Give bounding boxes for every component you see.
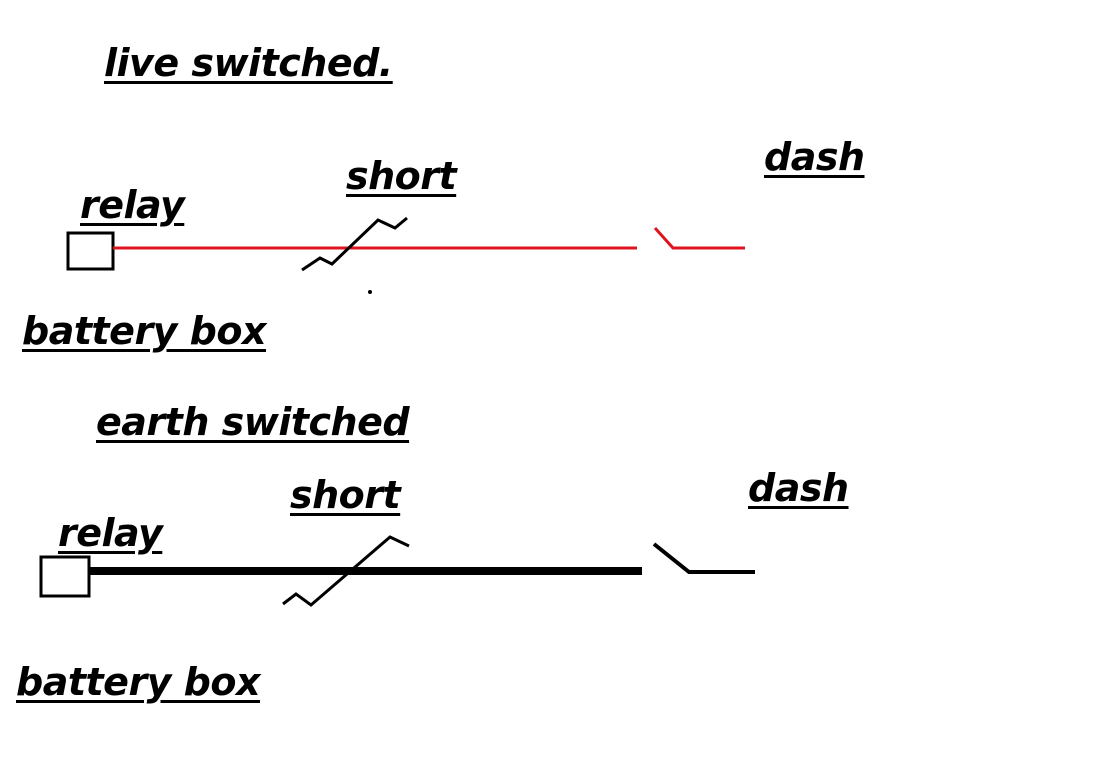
live-switched-title: live switched. xyxy=(104,41,393,85)
earth-switched-title: earth switched xyxy=(96,400,410,444)
live-short-label: short xyxy=(346,154,457,198)
earth-relay-label: relay xyxy=(58,511,163,555)
live-dash-label: dash xyxy=(764,135,865,179)
earth-battery-box-label: battery box xyxy=(16,660,261,704)
earth-dash-label: dash xyxy=(748,466,849,510)
live-dash-switch xyxy=(653,226,745,250)
earth-relay-box xyxy=(39,555,91,598)
stray-dot xyxy=(368,290,372,294)
live-relay-label: relay xyxy=(80,183,185,227)
live-short-symbol xyxy=(301,216,408,272)
live-battery-box-label: battery box xyxy=(22,309,267,353)
live-relay-box xyxy=(66,231,115,271)
earth-dash-switch xyxy=(652,542,755,574)
earth-short-label: short xyxy=(290,473,401,517)
earth-short-symbol xyxy=(282,535,410,607)
